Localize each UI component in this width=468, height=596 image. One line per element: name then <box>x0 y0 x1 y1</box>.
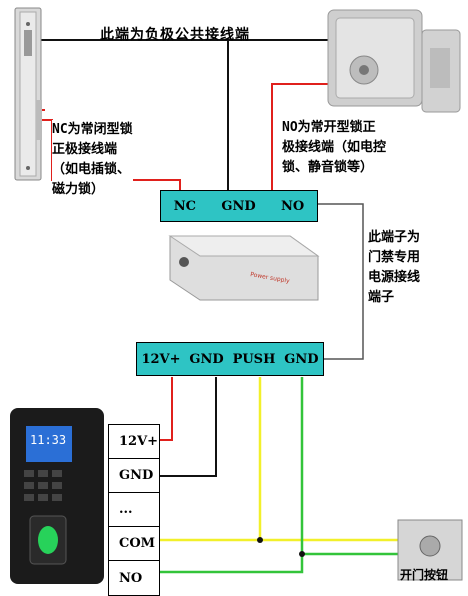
gnd-black-wire <box>160 377 217 477</box>
power-supply-image: Power supply <box>168 235 320 301</box>
push-yellow-wire <box>258 377 400 542</box>
controller-terminal-block: 12V+ GND ... COM NO <box>108 424 160 596</box>
exit-button-image <box>397 519 463 581</box>
psu-link-wire <box>318 203 364 360</box>
exit-button-label: 开门按钮 <box>400 568 449 582</box>
device-screen-time: 11:33 <box>30 433 66 447</box>
no-note: NO为常开型锁正 极接线端（如电控 锁、静音锁等） <box>282 118 387 178</box>
ctrl-no: NO <box>119 570 143 586</box>
terminal-no: NO <box>281 198 305 214</box>
lock-terminal-block: NC GND NO <box>160 190 318 222</box>
common-negative-label: 此端为负极公共接线端 <box>100 27 250 43</box>
junction-dot <box>257 537 263 543</box>
psu-note: 此端子为 门禁专用 电源接线 端子 <box>368 228 421 308</box>
power-terminal-block: 12V+ GND PUSH GND <box>136 342 324 376</box>
bolt-lock-image <box>14 7 42 181</box>
ctrl-ellipsis: ... <box>109 493 159 527</box>
terminal-push: PUSH <box>232 351 276 367</box>
gnd-green-wire <box>160 377 304 574</box>
junction-dot <box>299 551 305 557</box>
ctrl-12v: 12V+ <box>109 425 159 459</box>
v12-red-wire <box>160 377 173 441</box>
ctrl-com: COM <box>109 527 159 561</box>
terminal-gnd: GND <box>221 198 256 214</box>
no-red-wire <box>271 83 340 190</box>
terminal-gnd-2: GND <box>284 351 319 367</box>
access-controller-image: 11:33 <box>10 408 104 584</box>
terminal-nc: NC <box>173 198 196 214</box>
terminal-12v: 12V+ <box>141 351 181 367</box>
electric-lock-image <box>327 9 461 113</box>
terminal-gnd: GND <box>189 351 224 367</box>
nc-note: NC为常闭型锁 正极接线端 （如电插锁、 磁力锁） <box>52 120 133 200</box>
ctrl-gnd: GND <box>109 459 159 493</box>
